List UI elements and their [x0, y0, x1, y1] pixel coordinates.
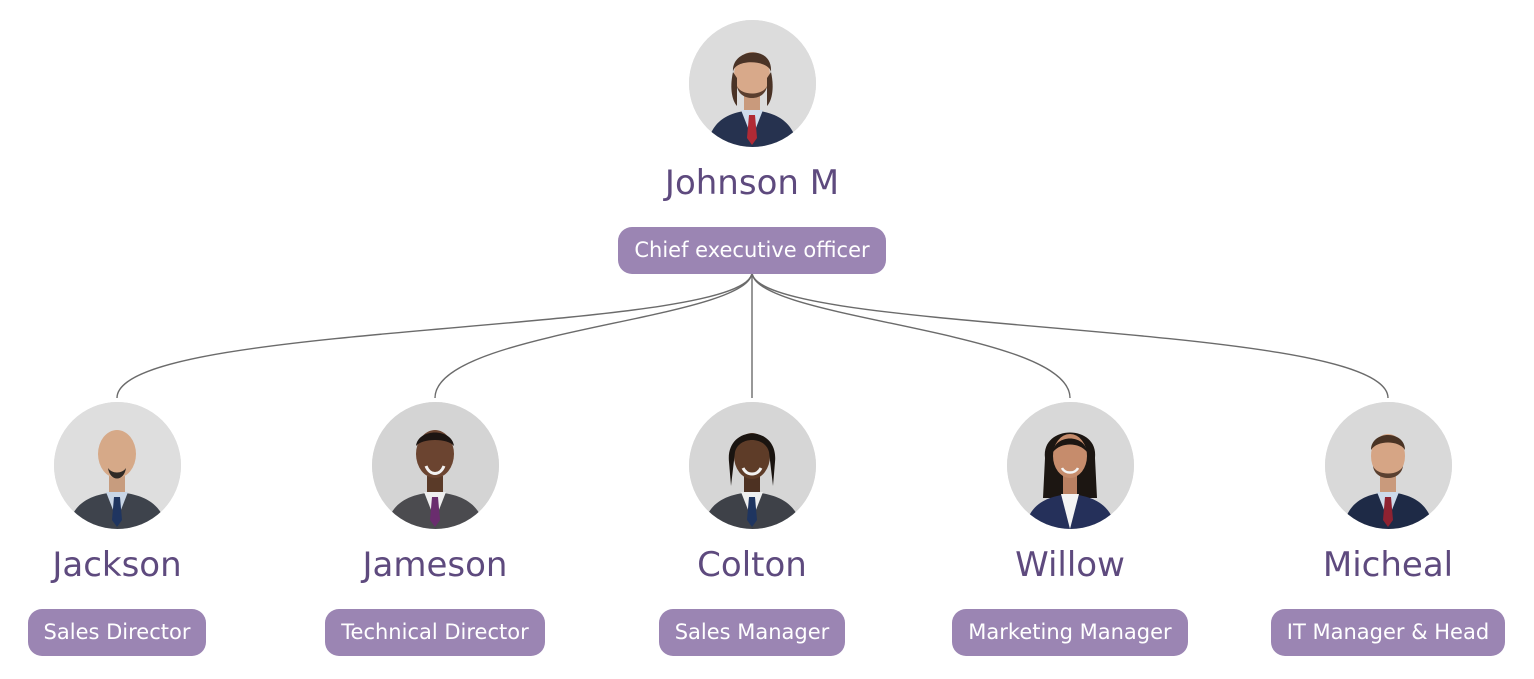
connector-to-willow — [751, 271, 1071, 399]
avatar — [53, 402, 181, 529]
role-badge: Sales Director — [27, 609, 207, 656]
role-badge: Chief executive officer — [618, 227, 886, 274]
node-name: Willow — [1015, 545, 1125, 585]
avatar — [371, 402, 499, 529]
person-portrait-icon — [1006, 402, 1134, 529]
node-name: Micheal — [1322, 545, 1454, 585]
avatar — [688, 20, 816, 147]
org-node-micheal[interactable]: Micheal IT Manager & Head — [1228, 402, 1534, 656]
role-badge: Sales Manager — [658, 609, 846, 656]
role-badge: Technical Director — [325, 609, 545, 656]
org-node-colton[interactable]: Colton Sales Manager — [592, 402, 912, 656]
org-node-jameson[interactable]: Jameson Technical Director — [275, 402, 595, 656]
node-name: Colton — [697, 545, 807, 585]
node-name: Jackson — [52, 545, 182, 585]
role-badge: IT Manager & Head — [1270, 609, 1506, 656]
connector-to-jameson — [434, 271, 753, 399]
person-portrait-icon — [1324, 402, 1452, 529]
org-node-willow[interactable]: Willow Marketing Manager — [910, 402, 1230, 656]
connector-to-micheal — [751, 271, 1389, 399]
person-portrait-icon — [371, 402, 499, 529]
node-name: Jameson — [362, 545, 508, 585]
org-node-root[interactable]: Johnson M Chief executive officer — [592, 20, 912, 274]
connector-to-jackson — [116, 271, 753, 399]
role-badge: Marketing Manager — [952, 609, 1188, 656]
node-name: Johnson M — [664, 163, 840, 203]
org-node-jackson[interactable]: Jackson Sales Director — [0, 402, 277, 656]
person-portrait-icon — [688, 402, 816, 529]
avatar — [688, 402, 816, 529]
person-portrait-icon — [53, 402, 181, 529]
avatar — [1324, 402, 1452, 529]
person-portrait-icon — [688, 20, 816, 147]
avatar — [1006, 402, 1134, 529]
